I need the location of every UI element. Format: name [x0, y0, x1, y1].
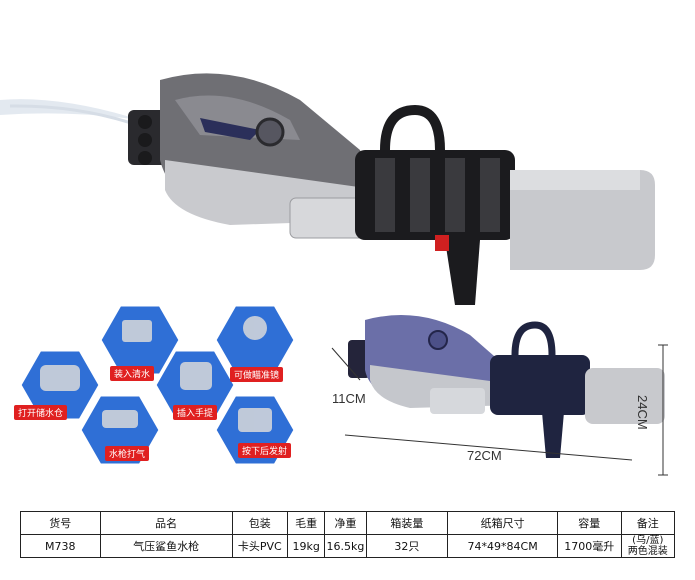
header-item-no: 货号 — [20, 511, 101, 535]
instruction-hex-grid: 装入清水 可做瞄准镜 打开储水仓 插入手提 水枪打气 按下后发射 — [10, 300, 310, 500]
header-capacity: 容量 — [557, 511, 622, 535]
water-tank — [510, 170, 655, 270]
cell-gross-weight: 19kg — [287, 534, 326, 558]
cell-net-weight: 16.5kg — [324, 534, 367, 558]
hex-tiles — [18, 303, 297, 467]
header-carton-size: 纸箱尺寸 — [447, 511, 559, 535]
dimension-height-label: 11CM — [332, 391, 366, 406]
header-net-weight: 净重 — [324, 511, 367, 535]
cell-remark: (乌/蓝) 两色混装 — [620, 534, 676, 558]
pistol-grip — [445, 240, 480, 305]
dimension-depth-label: 24CM — [635, 395, 650, 430]
remark-line-1: (乌/蓝) — [632, 535, 664, 546]
spec-data-row: M738 气压鲨鱼水枪 卡头PVC 19kg 16.5kg 32只 74*49*… — [20, 534, 676, 558]
remark-line-2: 两色混装 — [627, 546, 668, 557]
dimension-length-label: 72CM — [467, 448, 502, 463]
cell-capacity: 1700毫升 — [557, 534, 622, 558]
header-name: 品名 — [99, 511, 233, 535]
badge-open-tank: 打开储水仓 — [14, 405, 68, 420]
carry-handle — [380, 104, 445, 151]
hero-water-gun-image — [0, 73, 655, 305]
header-packing: 包装 — [231, 511, 289, 535]
cell-packing: 卡头PVC — [231, 534, 289, 558]
water-spray — [0, 99, 141, 128]
cell-name: 气压鲨鱼水枪 — [99, 534, 233, 558]
badge-pump-air: 水枪打气 — [105, 446, 150, 461]
badge-load-water: 装入清水 — [110, 366, 155, 381]
spec-header-row: 货号 品名 包装 毛重 净重 箱装量 纸箱尺寸 容量 备注 — [20, 511, 676, 535]
cell-carton-size: 74*49*84CM — [447, 534, 559, 558]
header-qty: 箱装量 — [365, 511, 449, 535]
badge-aim-scope: 可做瞄准镜 — [230, 367, 284, 382]
header-remark: 备注 — [620, 511, 676, 535]
cell-item-no: M738 — [20, 534, 101, 558]
nozzle-cluster — [128, 110, 168, 165]
header-gross-weight: 毛重 — [287, 511, 326, 535]
badge-press-fire: 按下后发射 — [238, 443, 292, 458]
badge-insert-handle: 插入手提 — [173, 405, 218, 420]
cell-qty: 32只 — [365, 534, 449, 558]
blue-water-gun-image — [331, 315, 668, 476]
spec-table: 货号 品名 包装 毛重 净重 箱装量 纸箱尺寸 容量 备注 M738 气压鲨鱼水… — [20, 511, 676, 558]
